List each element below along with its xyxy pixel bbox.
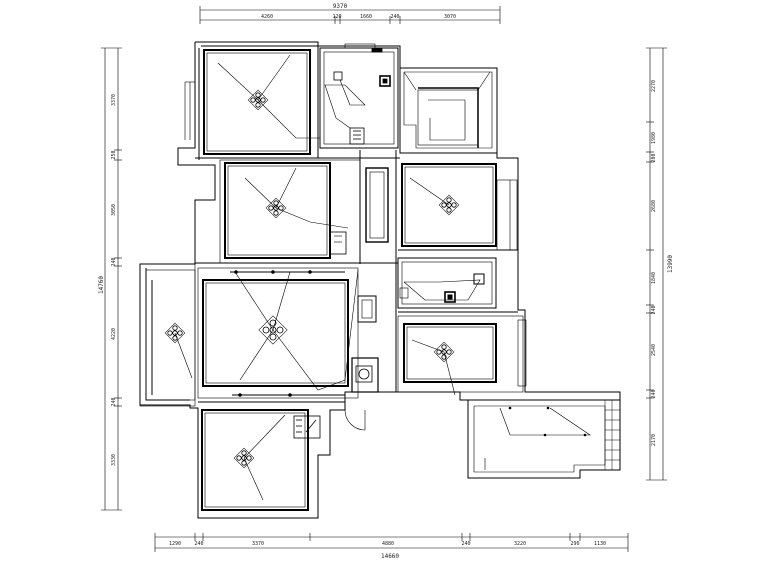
bottom-dimension-line [154,533,629,552]
small-bath-lower [293,415,321,439]
top-total-dimension: 9370 [333,3,348,10]
bottom-dim-1: 1290 [169,541,181,547]
bottom-dim-6: 3220 [514,541,526,547]
left-dim-1: 3370 [111,94,117,106]
top-dim-1: 4260 [261,14,273,20]
wiring-bedroom-lower-left [243,414,286,501]
bottom-dim-5: 240 [461,541,470,547]
interior-walls [195,46,518,403]
right-dim-5: 1840 [651,272,657,284]
right-total-dimension: 13990 [667,255,674,273]
right-dim-7: 2540 [651,344,657,356]
right-dim-2: 1980 [651,132,657,144]
right-dim-9: 2170 [651,434,657,446]
bottom-dim-3: 3370 [252,541,264,547]
bottom-dim-8: 1130 [594,541,606,547]
bedroom-top-left [203,49,311,155]
right-dim-4: 2680 [651,200,657,212]
wiring-bedroom-lower-right [411,339,456,396]
master-switches [230,270,345,397]
wiring-bedroom-middle-left [244,167,349,229]
wiring-master [234,269,359,391]
left-dimension-line [101,47,122,511]
right-dim-8: 240 [651,389,657,398]
bedroom-lower-left [201,409,309,511]
bottom-dim-7: 290 [570,541,579,547]
wiring-bathroom-top [324,79,366,129]
closet-middle [329,167,389,255]
top-dim-3: 1660 [360,14,372,20]
balcony-lower-right [467,399,621,479]
wiring-utility [428,99,466,141]
utility-top-right [399,67,498,154]
window-right-lower [517,319,527,387]
balcony-railing-right [604,399,621,471]
bathroom-top [319,43,399,149]
top-dim-2: 120 [332,14,341,20]
right-dim-3: 200 [651,153,657,162]
bedroom-master [197,267,359,399]
left-dim-3: 3050 [111,204,117,216]
left-dim-6: 240 [111,397,117,406]
wiring-bathroom-right [403,279,481,301]
left-dim-7: 3330 [111,454,117,466]
bottom-total-dimension: 14660 [381,553,399,560]
bottom-dim-2: 240 [194,541,203,547]
wiring-bedroom-middle-right [409,177,450,206]
right-dim-6: 240 [651,305,657,314]
bedroom-middle-right [401,163,497,247]
left-dim-5: 4220 [111,328,117,340]
corridor-panel [344,295,379,431]
right-dimension-line [646,47,667,481]
left-balcony [139,81,196,407]
top-dim-5: 3070 [444,14,456,20]
left-total-dimension: 14760 [98,276,105,294]
wiring-balcony-left [174,332,193,379]
bedroom-middle-left [219,159,361,264]
top-dim-4: 240 [390,14,399,20]
wiring-balcony-lower-right [499,407,591,436]
bedroom-lower-right [397,315,524,393]
window-right-middle [496,179,518,251]
right-dim-1: 2270 [651,80,657,92]
balcony-lights-right [508,406,587,437]
bathroom-right [397,257,497,309]
top-dimension-line [199,6,501,24]
left-dim-2: 250 [111,150,117,159]
bottom-dim-4: 4880 [382,541,394,547]
wiring-bedroom-top-left [217,62,320,139]
bathroom-fixtures-top [333,47,391,145]
left-dim-4: 240 [111,257,117,266]
